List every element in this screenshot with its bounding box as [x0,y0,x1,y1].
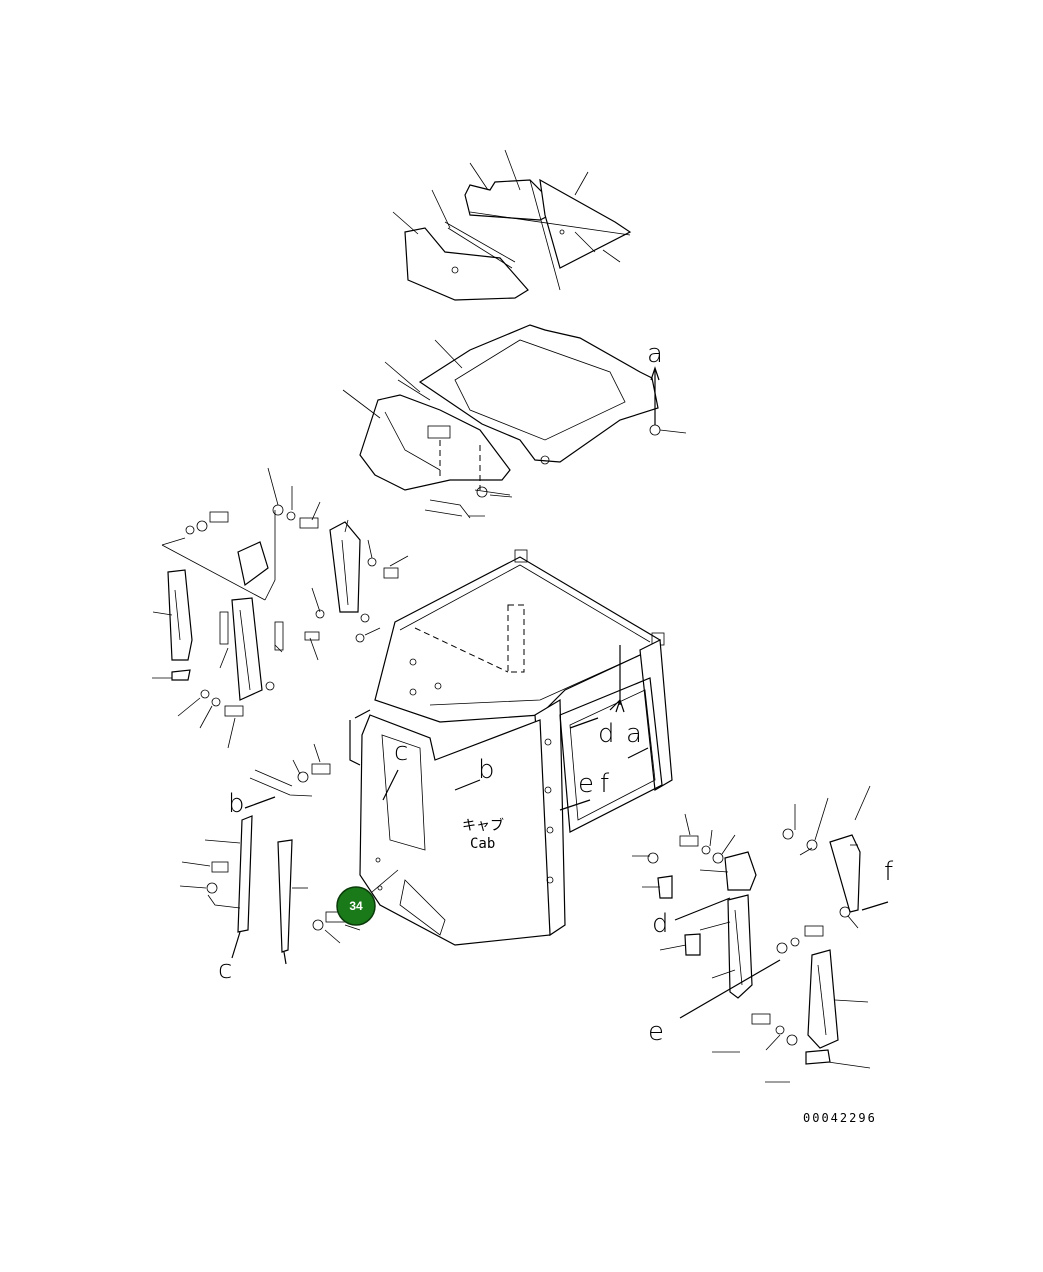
label-f-cab: f [600,769,610,799]
label-d-cab: d [598,719,615,749]
label-f-right: f [884,857,894,887]
label-b-cab: b [478,755,495,785]
roof-panel-assembly [342,324,687,519]
label-e-cab: e [578,769,594,799]
right-side-parts [632,785,889,1083]
callout-34[interactable]: 34 [336,886,376,926]
cab-label-english: Cab [470,836,495,852]
roof-mat-assembly [392,149,632,301]
cab-label-japanese: キャブ [462,817,504,834]
left-upper-parts [152,467,409,749]
cab-frame [349,549,673,946]
label-e-bottom: e [648,1017,664,1047]
label-c-bottom: c [218,955,232,985]
label-b-left: b [228,789,245,819]
label-a-cab: a [626,719,642,749]
label-a-top: a [647,339,663,369]
callout-number: 34 [349,899,363,913]
drawing-code: 00042296 [803,1111,877,1125]
label-c-cab: c [394,737,408,767]
label-d-right: d [652,909,669,939]
left-lower-parts [179,743,361,965]
